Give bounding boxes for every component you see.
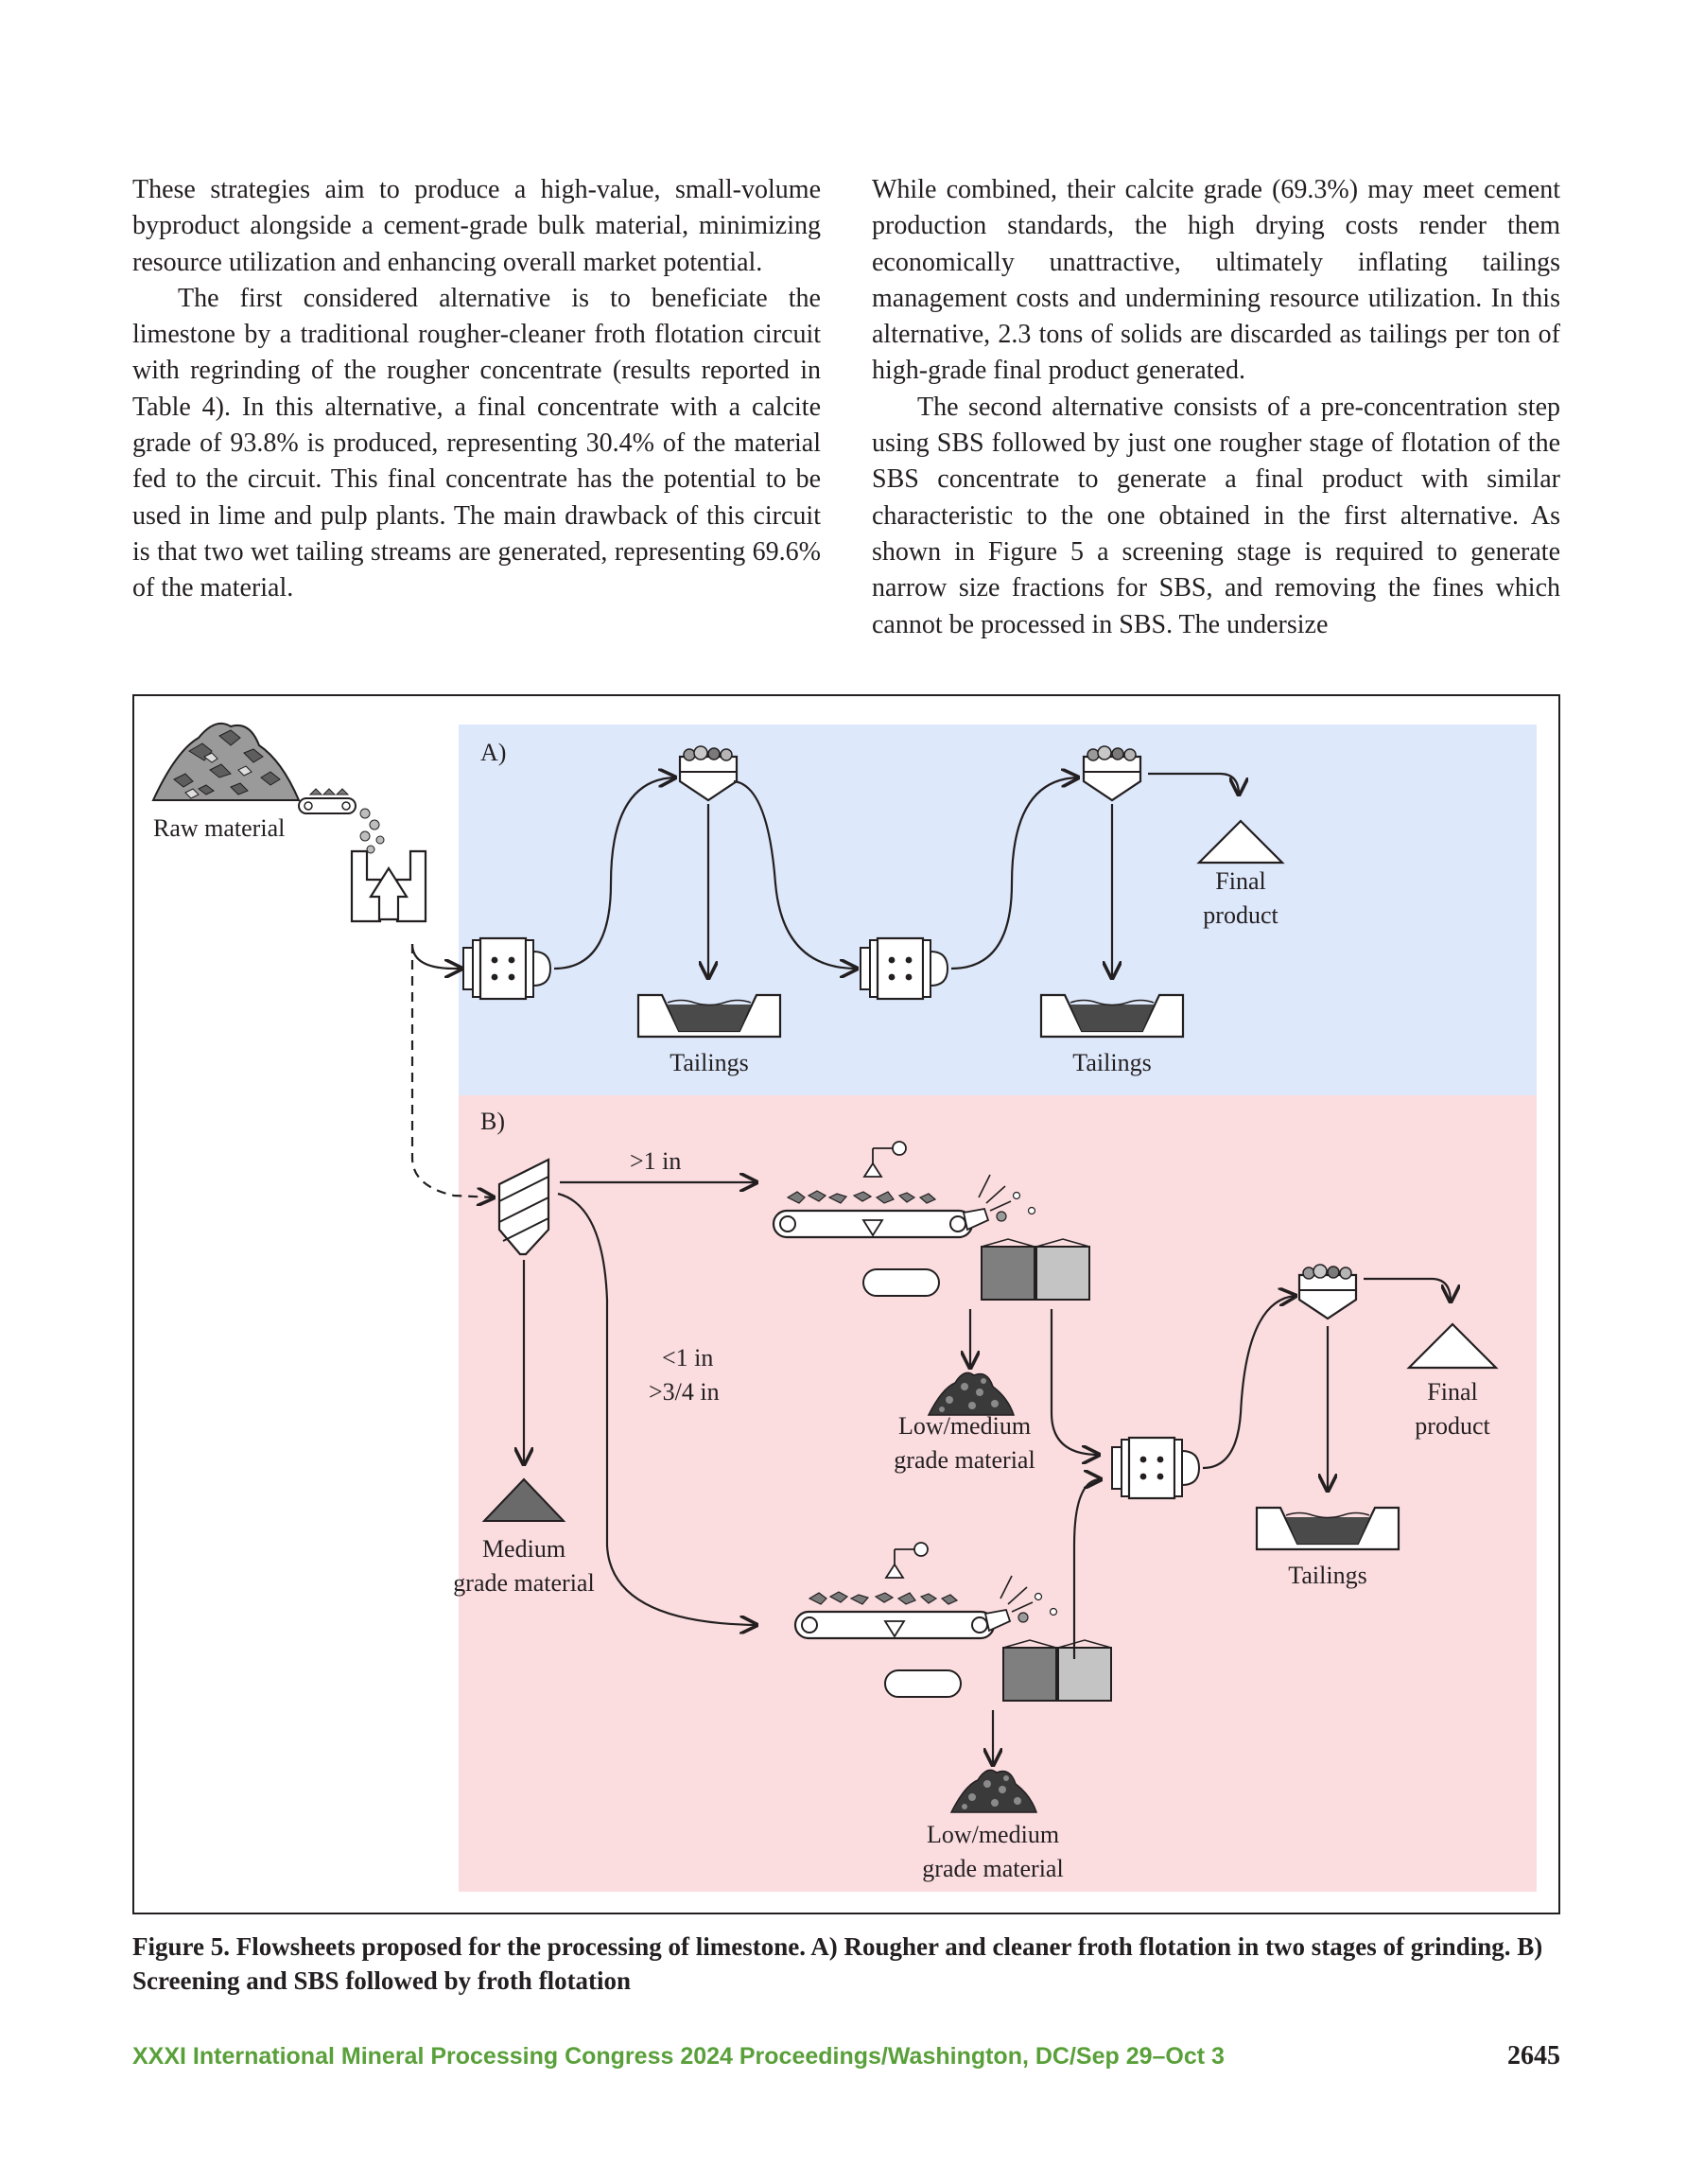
tailings-label: Tailings [670, 1049, 748, 1076]
final-product-label: product [1203, 901, 1278, 929]
flow-arrow [553, 778, 675, 970]
flow-arrow [733, 779, 857, 969]
crusher-icon [350, 849, 427, 923]
oversize-label: >1 in [630, 1147, 681, 1175]
dashed-flow-arrow [410, 944, 494, 1197]
flow-arrow [1050, 1309, 1099, 1455]
tailings-label: Tailings [1288, 1562, 1366, 1589]
medium-grade-label: grade material [453, 1569, 594, 1597]
screen-icon [497, 1158, 550, 1256]
paragraph: These strategies aim to produce a high-v… [132, 175, 821, 277]
final-product-pile-icon [1406, 1322, 1499, 1370]
conference-footer-text: XXXI International Mineral Processing Co… [132, 2043, 1225, 2070]
flow-arrow [1148, 772, 1239, 795]
figure-caption: Figure 5. Flowsheets proposed for the pr… [132, 1932, 1543, 1995]
low-medium-grade-label: Low/medium [898, 1412, 1031, 1440]
low-medium-grade-label: grade material [922, 1855, 1063, 1882]
medium-grade-label: Medium [482, 1535, 565, 1563]
flow-arrow [950, 778, 1078, 970]
raw-material-label: Raw material [153, 814, 285, 842]
panel-a-background [459, 725, 1537, 1095]
feed-conveyor-icon [298, 788, 385, 854]
flow-arrow [1364, 1277, 1451, 1302]
final-product-pile-icon [1196, 819, 1285, 865]
flow-arrow [557, 1192, 757, 1625]
figure-5-flowsheet: A) B) Raw material Tailings [132, 694, 1560, 1914]
body-column-right: While combined, their calcite grade (69.… [872, 172, 1560, 643]
final-product-label: product [1415, 1412, 1490, 1440]
page-number: 2645 [1507, 2041, 1560, 2070]
paragraph: The first considered alternative is to b… [132, 283, 821, 603]
low-medium-grade-label: Low/medium [927, 1821, 1059, 1848]
final-product-label: Final [1427, 1378, 1477, 1406]
tailings-label: Tailings [1072, 1049, 1151, 1076]
size-label: >3/4 in [649, 1378, 720, 1406]
medium-grade-pile-icon [481, 1477, 566, 1522]
flow-arrow [1202, 1296, 1296, 1470]
size-label: <1 in [662, 1344, 713, 1372]
page-footer: XXXI International Mineral Processing Co… [132, 2041, 1560, 2081]
body-column-left: These strategies aim to produce a high-v… [132, 172, 821, 607]
paragraph: The second alternative consists of a pre… [872, 392, 1560, 639]
panel-b-label: B) [480, 1108, 505, 1135]
final-product-label: Final [1215, 867, 1265, 895]
low-medium-grade-label: grade material [894, 1446, 1035, 1474]
paragraph: While combined, their calcite grade (69.… [872, 175, 1560, 386]
panel-a-label: A) [480, 739, 506, 766]
flow-arrow [1072, 1479, 1101, 1659]
raw-material-stockpile-icon [151, 723, 301, 801]
